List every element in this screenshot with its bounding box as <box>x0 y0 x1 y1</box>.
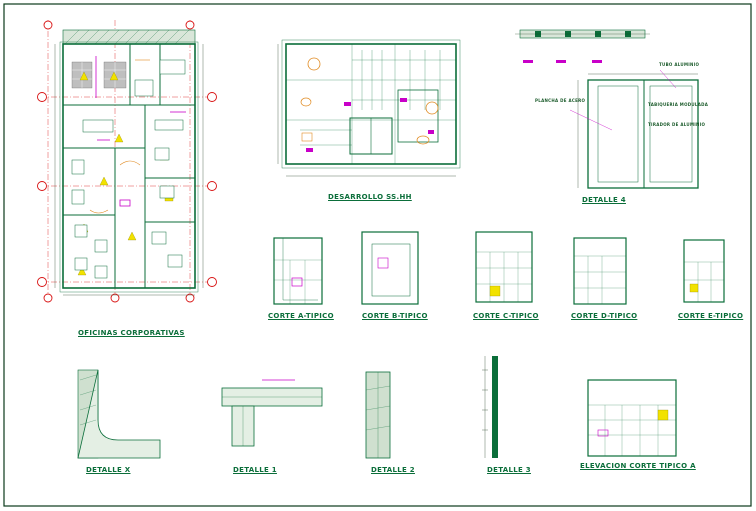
section-b <box>361 231 419 305</box>
elevation-section <box>587 379 677 457</box>
title-corte-b: CORTE B-TIPICO <box>362 312 428 320</box>
title-desarrollo: DESARROLLO SS.HH <box>328 193 412 201</box>
typical-sections <box>273 231 725 305</box>
section-a <box>273 237 323 305</box>
title-detalle1: DETALLE 1 <box>233 466 277 474</box>
title-oficinas: OFICINAS CORPORATIVAS <box>78 329 185 337</box>
section-d <box>573 237 627 305</box>
title-corte-a: CORTE A-TIPICO <box>268 312 334 320</box>
bottom-details <box>77 356 677 459</box>
grid-bubbles <box>37 20 217 303</box>
title-elevacion: ELEVACION CORTE TIPICO A <box>580 462 696 470</box>
detail-x <box>77 369 161 459</box>
detail-2 <box>365 371 391 459</box>
title-corte-c: CORTE C-TIPICO <box>473 312 539 320</box>
restroom-development-plan <box>277 39 461 177</box>
title-detalle-x: DETALLE X <box>86 466 131 474</box>
title-detalle4: DETALLE 4 <box>582 196 626 204</box>
title-detalle3: DETALLE 3 <box>487 466 531 474</box>
note-plancha: PLANCHA DE ACERO <box>535 98 586 103</box>
detail-3 <box>482 356 498 458</box>
wall-profile-strip <box>515 29 650 63</box>
detail-4-frame <box>569 69 699 189</box>
title-detalle2: DETALLE 2 <box>371 466 415 474</box>
title-corte-d: CORTE D-TIPICO <box>571 312 638 320</box>
note-tirador: TIRADOR DE ALUMINIO <box>648 122 706 127</box>
detail-1 <box>221 379 323 447</box>
section-c <box>475 231 533 303</box>
note-tabiqueria: TABIQUERIA MODULADA <box>648 102 709 107</box>
note-tubo-aluminio: TUBO ALUMINIO <box>659 62 700 67</box>
title-corte-e: CORTE E-TIPICO <box>678 312 744 320</box>
office-floor-plan <box>37 20 217 303</box>
section-e <box>683 239 725 303</box>
sheet-border <box>3 3 752 507</box>
